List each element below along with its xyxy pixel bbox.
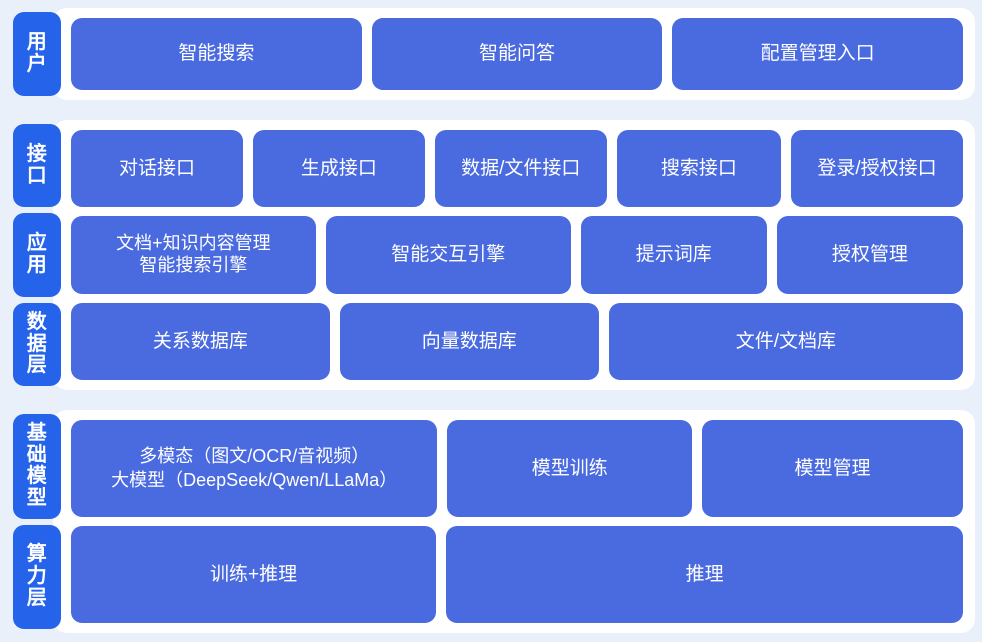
diagram-node[interactable]: 训练+推理 <box>71 526 437 623</box>
layer-badge-label: 接口 <box>26 143 48 187</box>
section-foundation: 基础模型算力层多模态（图文/OCR/音视频） 大模型（DeepSeek/Qwen… <box>7 410 975 633</box>
layer-badge[interactable]: 接口 <box>13 124 61 208</box>
layer-badge[interactable]: 算力层 <box>13 524 61 629</box>
layer-badge-label: 基础模型 <box>26 422 48 509</box>
diagram-node[interactable]: 智能搜索 <box>71 18 362 90</box>
section-platform: 接口应用数据层对话接口生成接口数据/文件接口搜索接口登录/授权接口文档+知识内容… <box>7 120 975 390</box>
layer-badge[interactable]: 用户 <box>13 12 61 96</box>
diagram-node[interactable]: 数据/文件接口 <box>434 130 607 208</box>
diagram-node[interactable]: 提示词库 <box>580 216 767 294</box>
panel-user: 智能搜索智能问答配置管理入口 <box>53 8 975 100</box>
section-user: 用户智能搜索智能问答配置管理入口 <box>7 8 975 100</box>
diagram-node[interactable]: 智能交互引擎 <box>325 216 571 294</box>
layer-badge[interactable]: 应用 <box>13 213 61 297</box>
badge-column-user: 用户 <box>7 8 61 100</box>
row-compute-row: 训练+推理推理 <box>71 526 963 623</box>
diagram-node[interactable]: 模型训练 <box>447 420 693 517</box>
diagram-node[interactable]: 文档+知识内容管理 智能搜索引擎 <box>71 216 316 294</box>
diagram-node[interactable]: 搜索接口 <box>616 130 782 208</box>
layer-badge-label: 算力层 <box>26 543 48 609</box>
diagram-node[interactable]: 生成接口 <box>252 130 425 208</box>
diagram-node[interactable]: 配置管理入口 <box>672 18 964 90</box>
layer-badge-label: 数据层 <box>26 310 48 377</box>
diagram-node[interactable]: 智能问答 <box>371 18 663 90</box>
diagram-node[interactable]: 模型管理 <box>702 420 963 517</box>
diagram-node[interactable]: 登录/授权接口 <box>791 130 964 208</box>
layer-badge[interactable]: 数据层 <box>13 302 61 386</box>
panel-platform: 对话接口生成接口数据/文件接口搜索接口登录/授权接口文档+知识内容管理 智能搜索… <box>53 120 975 390</box>
diagram-node[interactable]: 推理 <box>446 526 963 623</box>
diagram-node[interactable]: 向量数据库 <box>339 302 599 380</box>
diagram-node[interactable]: 关系数据库 <box>71 302 330 380</box>
diagram-node[interactable]: 文件/文档库 <box>608 302 964 380</box>
panel-foundation: 多模态（图文/OCR/音视频） 大模型（DeepSeek/Qwen/LLaMa）… <box>53 410 975 633</box>
row-model-row: 多模态（图文/OCR/音视频） 大模型（DeepSeek/Qwen/LLaMa）… <box>71 420 963 517</box>
layer-badge[interactable]: 基础模型 <box>13 414 61 519</box>
row-application-row: 文档+知识内容管理 智能搜索引擎智能交互引擎提示词库授权管理 <box>71 216 963 294</box>
diagram-node[interactable]: 授权管理 <box>776 216 963 294</box>
row-user-row: 智能搜索智能问答配置管理入口 <box>71 18 964 90</box>
badge-column-foundation: 基础模型算力层 <box>7 410 61 633</box>
layer-badge-label: 用户 <box>26 31 48 75</box>
diagram-node[interactable]: 对话接口 <box>71 130 243 208</box>
badge-column-platform: 接口应用数据层 <box>7 120 61 390</box>
diagram-node[interactable]: 多模态（图文/OCR/音视频） 大模型（DeepSeek/Qwen/LLaMa） <box>71 420 438 517</box>
row-interface-row: 对话接口生成接口数据/文件接口搜索接口登录/授权接口 <box>71 130 964 208</box>
row-data-row: 关系数据库向量数据库文件/文档库 <box>71 302 964 380</box>
layer-badge-label: 应用 <box>26 232 48 276</box>
